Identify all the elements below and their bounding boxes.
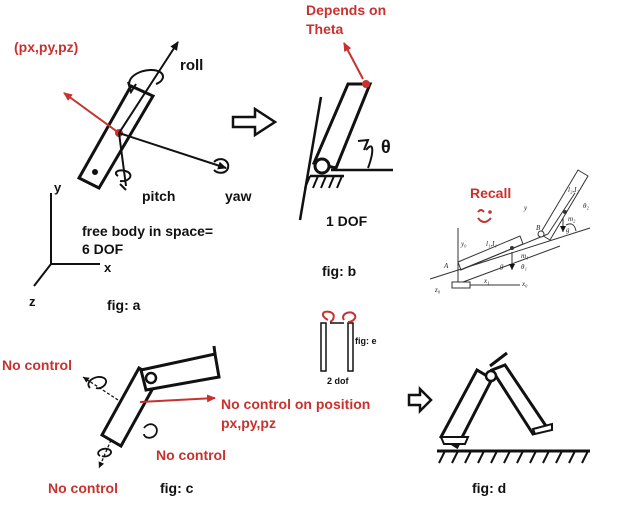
hollow-right-arrow-icon (407, 385, 433, 415)
svg-text:g: g (566, 226, 570, 234)
pitch-label: pitch (142, 188, 175, 204)
no-control-position-arrow (139, 394, 216, 403)
two-dof-label: 2 dof (327, 376, 350, 386)
fig-d-caption: fig: d (472, 480, 506, 496)
no-control-position-line1: No control on position (221, 396, 370, 412)
free-body-text-line2: 6 DOF (82, 241, 124, 257)
dashed-axis-top (82, 376, 119, 401)
depends-label-line2: Theta (306, 21, 344, 37)
fig-e-two-dof: fig: e 2 dof (320, 310, 377, 386)
ground-hatch (304, 175, 343, 189)
roll-rotation-icon (128, 69, 164, 89)
pitch-rotation-icon (114, 169, 132, 183)
fig-c-caption: fig: c (160, 480, 194, 496)
dashed-axis-bottom (98, 439, 112, 469)
svg-text:m₁: m₁ (521, 252, 529, 260)
fig-b-caption: fig: b (322, 263, 356, 279)
yaw-rotation-icon (213, 158, 230, 174)
svg-text:g: g (500, 262, 504, 270)
fig-a-caption: fig: a (107, 297, 141, 313)
no-control-label-top: No control (2, 357, 72, 373)
svg-text:θ₂: θ₂ (583, 202, 589, 210)
svg-text:m₂: m₂ (568, 215, 576, 223)
left-post (320, 322, 327, 372)
yaw-axis (118, 132, 227, 170)
axis-z-label: z (29, 294, 36, 309)
rotation-icon-middle (143, 423, 158, 439)
svg-text:l₁,I₁: l₁,I₁ (486, 240, 497, 248)
fig-e-caption: fig: e (355, 336, 377, 346)
fig-a-free-body: (px,py,pz) roll pitch yaw free body in s… (14, 39, 252, 313)
rotation-icon-left (322, 310, 335, 323)
recall-inset: Recall l₂,I₂ θ₂ y m₂ g l₁,I₁ y₀ m₁ θ₁ g … (429, 169, 591, 294)
svg-text:x₁: x₁ (483, 277, 490, 285)
fig-d-walker: fig: d (437, 351, 590, 496)
wall-line (298, 96, 323, 221)
right-leg (489, 363, 551, 436)
right-post (347, 322, 354, 372)
svg-text:A: A (443, 262, 449, 270)
right-foot (531, 422, 553, 436)
fig-b-one-dof: Depends on Theta θ 1 DOF fig: b (298, 2, 393, 279)
yaw-label: yaw (225, 188, 252, 204)
left-foot (439, 436, 470, 445)
link-end-pin (92, 169, 98, 175)
roll-label: roll (180, 57, 203, 74)
pitch-axis (118, 132, 127, 187)
joint-pin (144, 371, 158, 385)
no-control-position-line2: px,py,pz (221, 415, 276, 431)
svg-text:y₀: y₀ (460, 240, 467, 248)
svg-text:x₀: x₀ (521, 280, 528, 288)
svg-text:l₂,I₂: l₂,I₂ (568, 186, 579, 194)
hip-pin (484, 369, 498, 383)
svg-text:θ₁: θ₁ (521, 263, 527, 271)
theta-arc (365, 145, 374, 169)
xyz-axes (33, 193, 100, 287)
roll-axis (118, 41, 179, 134)
svg-text:z₀: z₀ (434, 286, 441, 294)
svg-text:B: B (536, 224, 541, 232)
fig-c-no-control: No control No control on position px,py,… (2, 345, 370, 496)
left-leg (439, 367, 494, 450)
hinge-pin (313, 157, 331, 175)
pxpypz-arrow (63, 92, 120, 134)
tip-point (362, 80, 370, 88)
ground-hatch (438, 450, 589, 464)
smiley-icon (477, 209, 492, 223)
axis-y-label: y (54, 180, 62, 195)
upper-link (139, 352, 221, 392)
no-control-label-middle: No control (156, 447, 226, 463)
depends-label-line1: Depends on (306, 2, 386, 18)
pxpypz-label: (px,py,pz) (14, 39, 78, 55)
axis-x-label: x (104, 260, 112, 275)
no-control-label-bottom: No control (48, 480, 118, 496)
one-dof-label: 1 DOF (326, 213, 368, 229)
rotation-icon-bottom (97, 447, 112, 458)
theta-symbol: θ (381, 137, 391, 157)
free-body-text-line1: free body in space= (82, 223, 213, 239)
hinged-link (311, 82, 373, 170)
hollow-right-arrow-icon (231, 106, 278, 138)
depends-arrow (343, 42, 364, 80)
svg-text:y: y (523, 204, 528, 212)
recall-label: Recall (470, 185, 511, 201)
rotation-icon-right (342, 311, 357, 323)
